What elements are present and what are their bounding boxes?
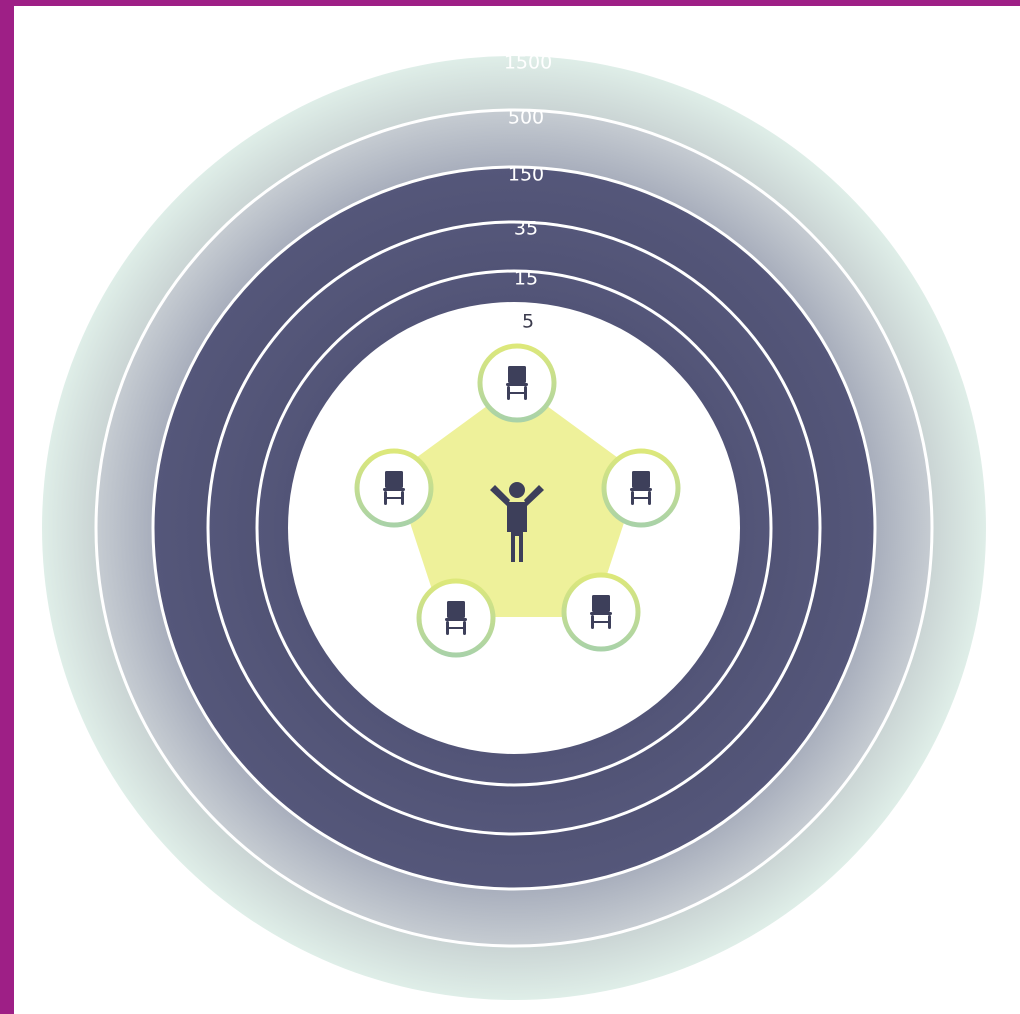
person-icon bbox=[490, 482, 544, 562]
seat-left bbox=[354, 448, 434, 528]
chair-icon bbox=[630, 471, 652, 505]
ring-label-150: 150 bbox=[508, 164, 544, 186]
seat-bottom-left bbox=[416, 578, 496, 658]
inner-circle-pentagon bbox=[394, 384, 640, 617]
ring-label-5: 5 bbox=[522, 311, 534, 333]
ring-label-15: 15 bbox=[514, 268, 538, 290]
seat-right bbox=[601, 448, 681, 528]
chair-icon bbox=[445, 601, 467, 635]
ring-label-1500: 1500 bbox=[504, 52, 552, 74]
ring-label-35: 35 bbox=[514, 218, 538, 240]
circles-of-intimacy-diagram: 1500 500 150 35 15 5 bbox=[42, 52, 986, 1000]
chair-icon bbox=[383, 471, 405, 505]
seat-bottom-right bbox=[561, 572, 641, 652]
seat-top bbox=[477, 343, 557, 423]
ring-label-500: 500 bbox=[508, 107, 544, 129]
chair-icon bbox=[590, 595, 612, 629]
chair-icon bbox=[506, 366, 528, 400]
diagram-frame: 1500 500 150 35 15 5 bbox=[14, 6, 1020, 1014]
